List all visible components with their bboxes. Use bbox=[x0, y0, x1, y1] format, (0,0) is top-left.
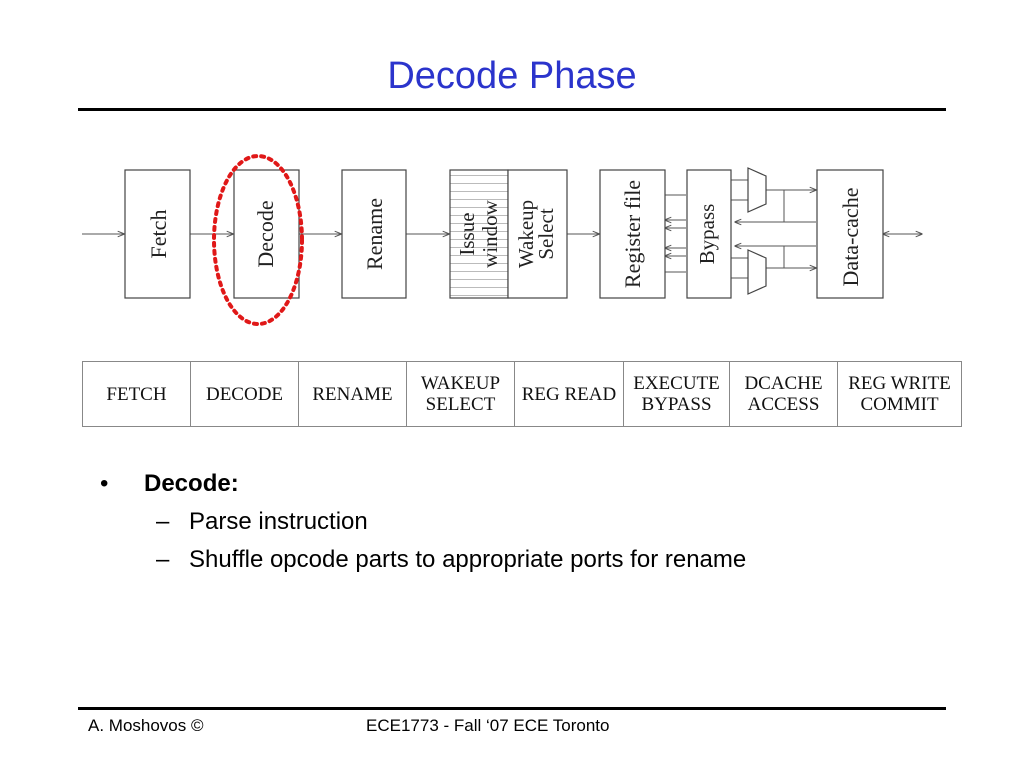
stage-cell: DCACHE ACCESS bbox=[730, 362, 838, 426]
stage-cell: FETCH bbox=[83, 362, 191, 426]
bullet-heading: Decode: bbox=[144, 470, 239, 497]
wakeup-label: Wakeup bbox=[514, 200, 538, 268]
issue-window-label-2: window bbox=[478, 199, 502, 268]
rename-block bbox=[341, 169, 407, 299]
sub-bullet-item: – Shuffle opcode parts to appropriate po… bbox=[100, 546, 746, 574]
issue-window-label-1: Issue bbox=[455, 212, 479, 255]
stage-cell: DECODE bbox=[191, 362, 299, 426]
slide-title: Decode Phase bbox=[387, 55, 637, 97]
sub-bullet-text: Parse instruction bbox=[189, 508, 368, 535]
footer-course: ECE1773 - Fall ‘07 ECE Toronto bbox=[366, 716, 610, 735]
bullet-item: • Decode: bbox=[100, 470, 746, 498]
register-file-label: Register file bbox=[620, 180, 645, 288]
bullet-list: • Decode: – Parse instruction – Shuffle … bbox=[100, 470, 746, 574]
decode-block bbox=[233, 169, 300, 299]
alu-out-wire-2 bbox=[766, 246, 785, 269]
sub-bullet-item: – Parse instruction bbox=[100, 508, 746, 536]
dash-marker: – bbox=[156, 508, 170, 535]
rename-label: Rename bbox=[362, 198, 387, 270]
decode-highlight-ellipse bbox=[212, 154, 304, 326]
wakeup-select-block bbox=[507, 169, 568, 299]
title-divider bbox=[78, 108, 946, 111]
footer-author: A. Moshovos © bbox=[88, 716, 204, 735]
bypass-label: Bypass bbox=[695, 204, 719, 265]
pipeline-stage-table: FETCH DECODE RENAME WAKEUP SELECT REG RE… bbox=[82, 361, 962, 427]
data-cache-block bbox=[816, 169, 884, 299]
sub-bullet-text: Shuffle opcode parts to appropriate port… bbox=[189, 546, 747, 573]
fetch-block bbox=[124, 169, 191, 299]
alu-out-wire-1 bbox=[766, 189, 785, 222]
fetch-label: Fetch bbox=[146, 210, 171, 259]
pipeline-diagram: Fetch Decode Rename Issue window Wakeup … bbox=[82, 154, 1024, 326]
footer-divider bbox=[78, 707, 946, 710]
stage-cell: REG READ bbox=[515, 362, 624, 426]
alu-mux-upper bbox=[747, 167, 767, 213]
alu-mux-lower bbox=[747, 249, 767, 295]
stage-cell: WAKEUP SELECT bbox=[407, 362, 515, 426]
decode-label: Decode bbox=[253, 200, 278, 267]
bypass-block bbox=[686, 169, 732, 299]
issue-window-block bbox=[449, 169, 509, 299]
stage-cell: RENAME bbox=[299, 362, 407, 426]
stage-cell: EXECUTE BYPASS bbox=[624, 362, 730, 426]
bullet-marker: • bbox=[100, 470, 109, 497]
dash-marker: – bbox=[156, 546, 170, 573]
stage-cell: REG WRITE COMMIT bbox=[848, 373, 951, 415]
select-label: Select bbox=[534, 208, 558, 259]
register-file-block bbox=[599, 169, 666, 299]
data-cache-label: Data-cache bbox=[838, 188, 863, 287]
